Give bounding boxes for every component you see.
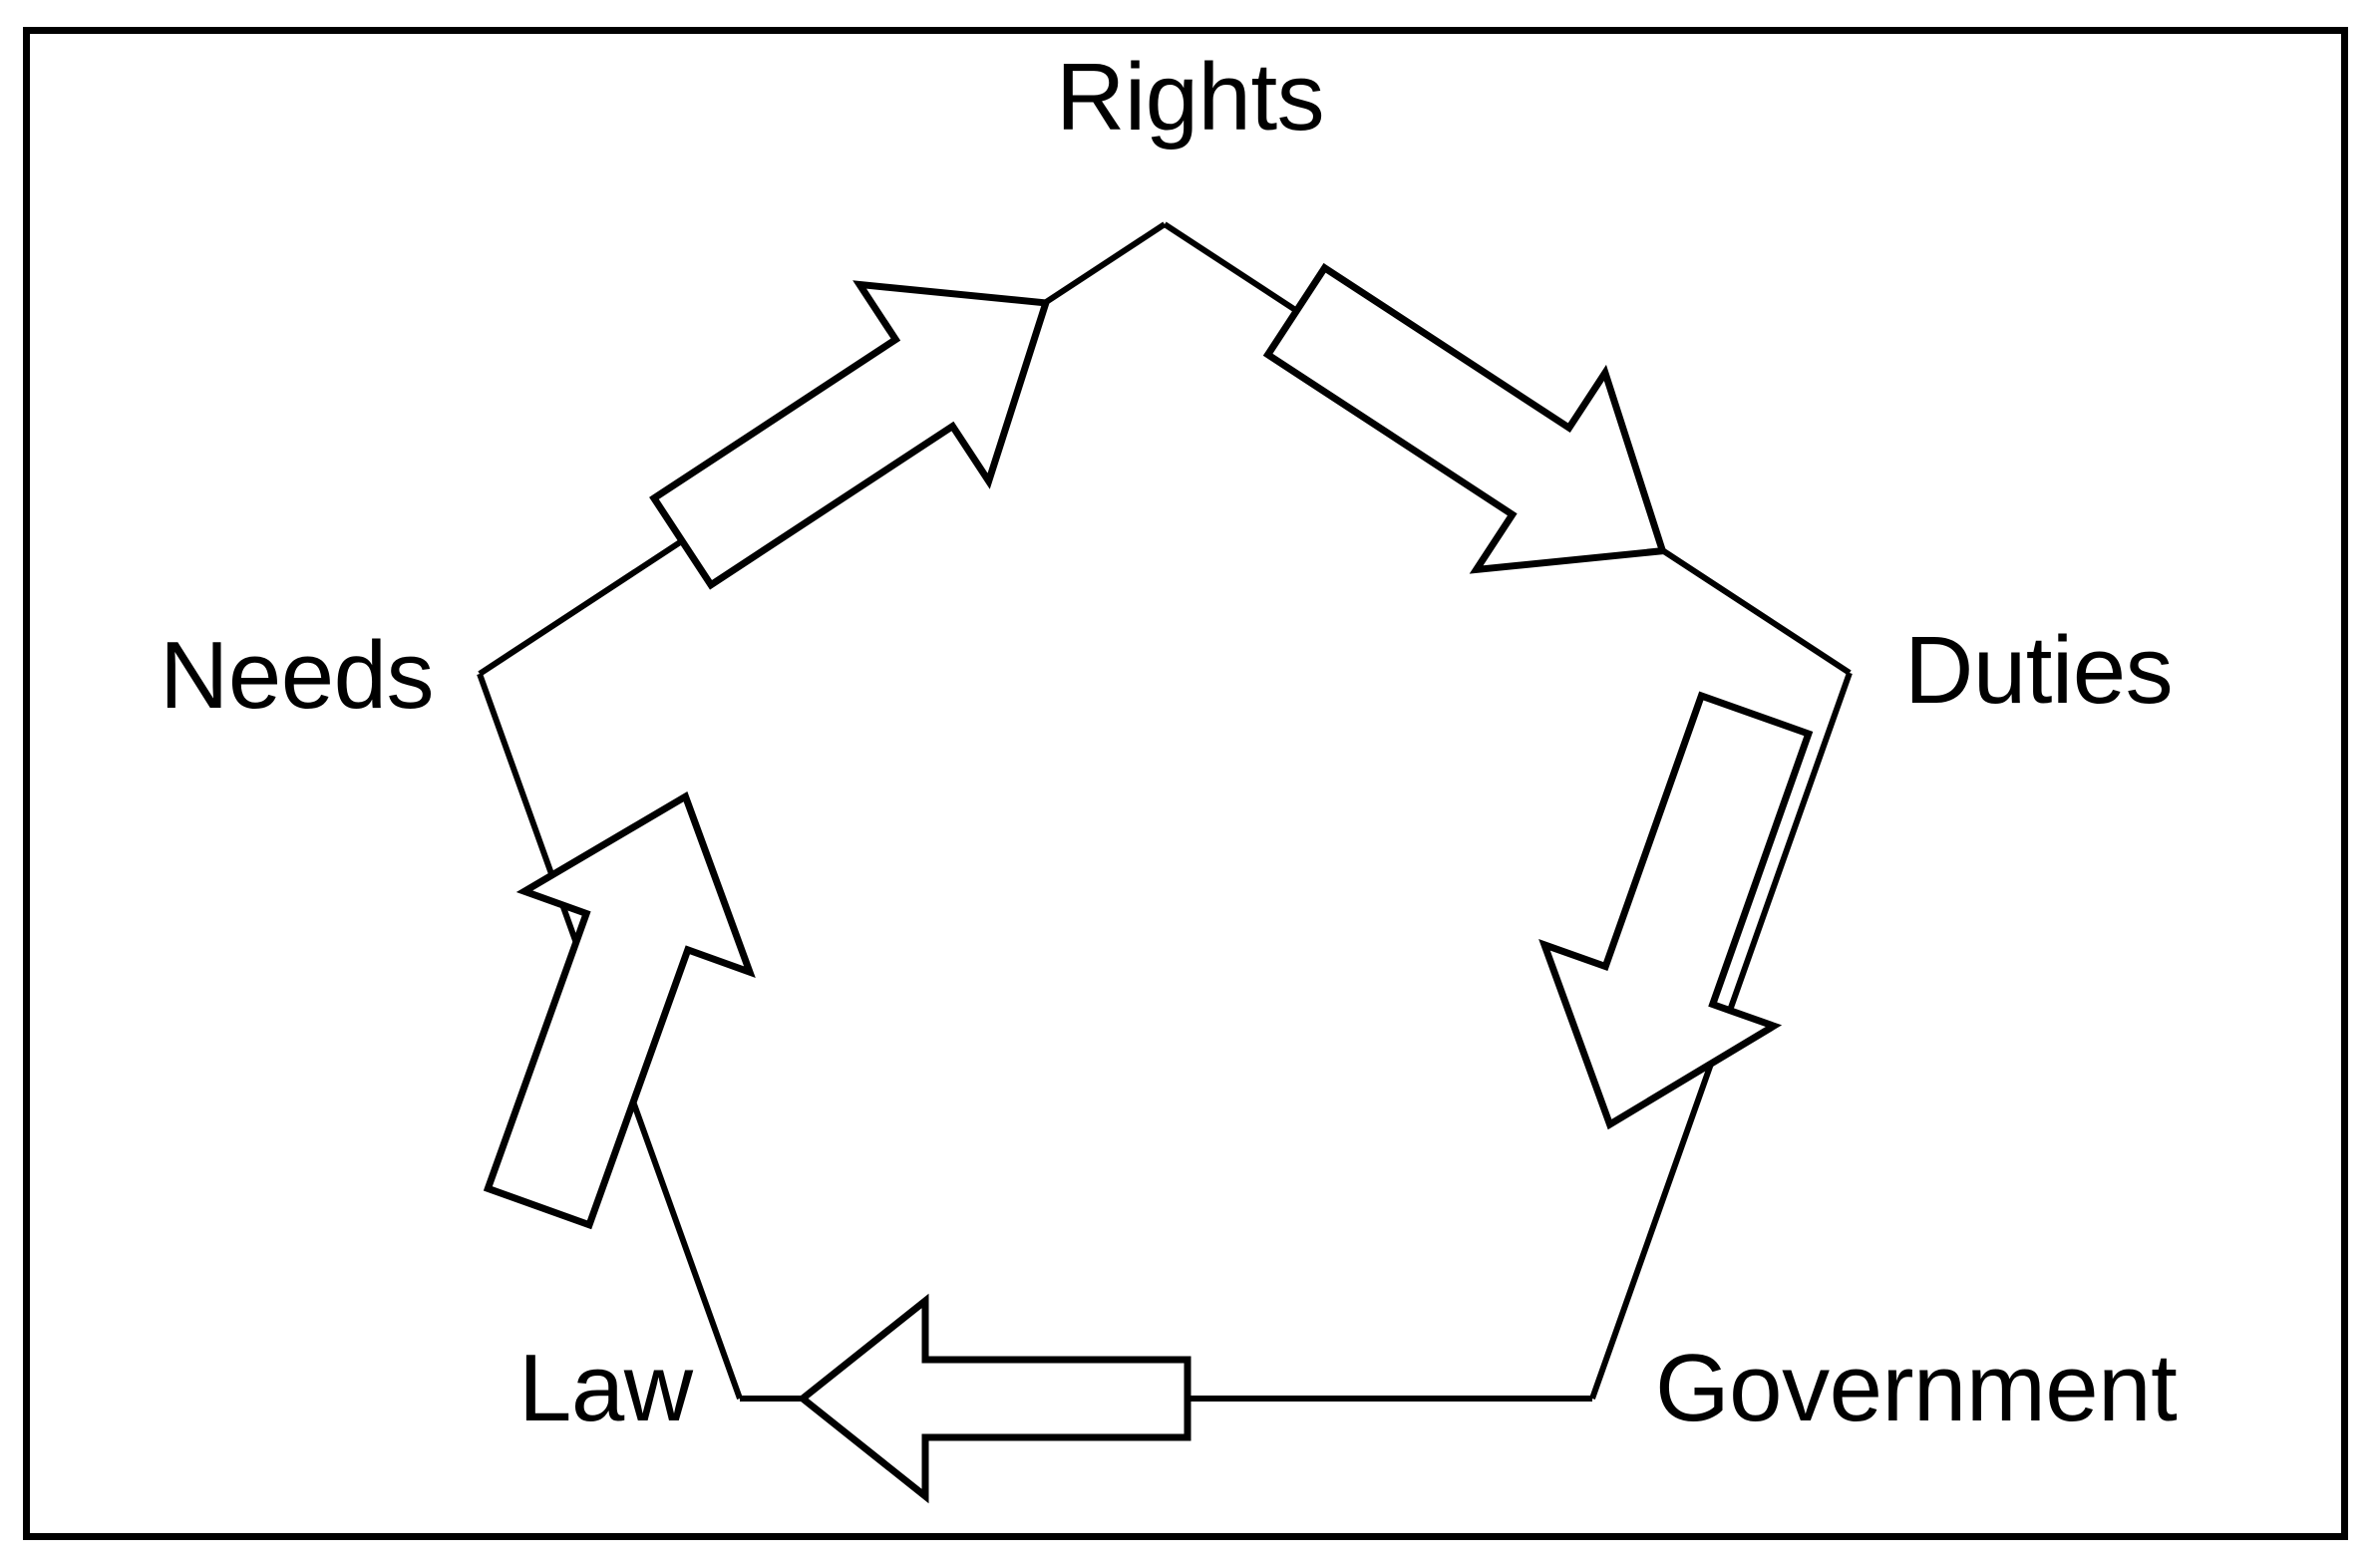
node-label-law: Law [518,1335,693,1441]
diagram-border-frame [23,27,2348,1540]
arrow-needs-to-rights [649,280,1051,590]
node-label-rights: Rights [1056,44,1325,151]
node-label-government: Government [1655,1335,2178,1441]
arrow-duties-to-government [1538,691,1814,1130]
arrow-government-to-law [797,1293,1191,1504]
node-label-duties: Duties [1904,617,2174,724]
arrow-rights-to-duties [1262,262,1668,574]
node-label-needs: Needs [160,622,435,729]
arrow-law-to-needs [483,790,756,1230]
